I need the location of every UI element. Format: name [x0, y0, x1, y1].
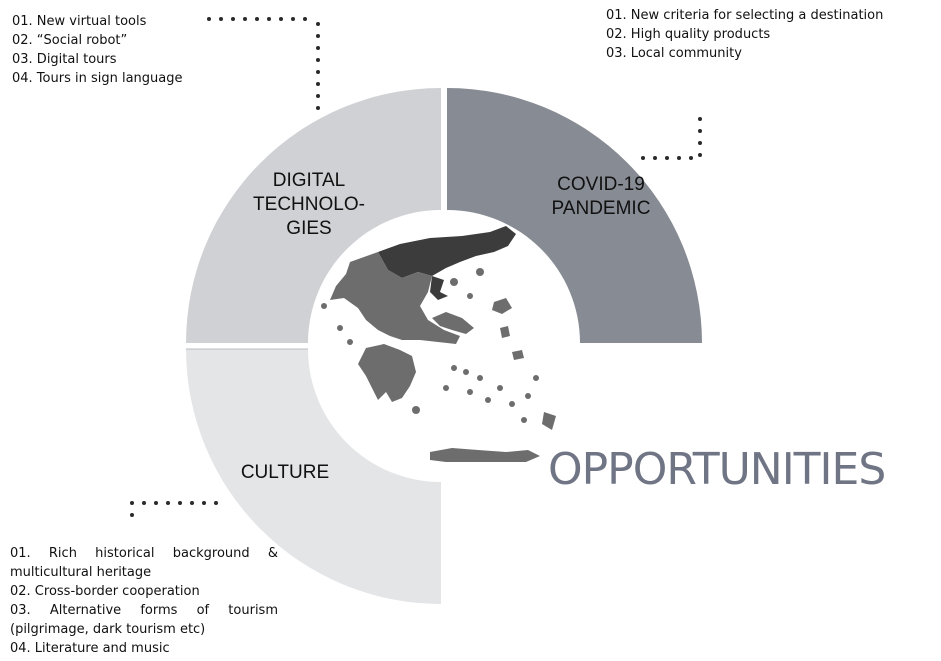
list-item: 03. Alternative forms of tourism (pilgri… [10, 603, 278, 637]
list-item: 04. Tours in sign language [12, 71, 183, 86]
list-item: 02. “Social robot” [12, 33, 128, 48]
segment-label-line: COVID-19 [557, 174, 645, 195]
digital-technologies-list: 01. New virtual tools 02. “Social robot”… [12, 12, 183, 88]
list-item: 04. Literature and music [10, 641, 170, 656]
connector-culture-dots [130, 501, 218, 517]
greece-map-icon [321, 226, 556, 462]
list-item: 01. New criteria for selecting a destina… [606, 8, 884, 23]
segment-digital-technologies [186, 88, 441, 343]
list-item: 03. Local community [606, 46, 742, 61]
segment-label-line: GIES [286, 218, 332, 239]
culture-list: 01. Rich historical background & multicu… [10, 544, 278, 658]
connector-digital-dots [207, 17, 320, 110]
list-item: 02. Cross-border cooperation [10, 584, 200, 599]
segment-label-line: PANDEMIC [551, 198, 651, 219]
segment-culture [186, 349, 441, 604]
connector-covid-dots [641, 117, 702, 160]
opportunities-headline: OPPORTUNITIES [548, 444, 886, 495]
segment-label-digital-technologies: DIGITAL TECHNOLO- GIES [224, 169, 394, 241]
list-item: 02. High quality products [606, 27, 771, 42]
segment-label-culture: CULTURE [200, 461, 370, 485]
list-item: 01. New virtual tools [12, 14, 147, 29]
list-item: 01. Rich historical background & multicu… [10, 546, 278, 580]
covid-19-pandemic-list: 01. New criteria for selecting a destina… [606, 6, 883, 63]
segment-label-line: CULTURE [240, 462, 330, 483]
segment-label-covid-19-pandemic: COVID-19 PANDEMIC [516, 173, 686, 221]
list-item: 03. Digital tours [12, 52, 117, 67]
segment-label-line: TECHNOLO- [253, 194, 365, 215]
segment-label-line: DIGITAL [272, 170, 346, 191]
segment-covid-19-pandemic [447, 88, 702, 343]
